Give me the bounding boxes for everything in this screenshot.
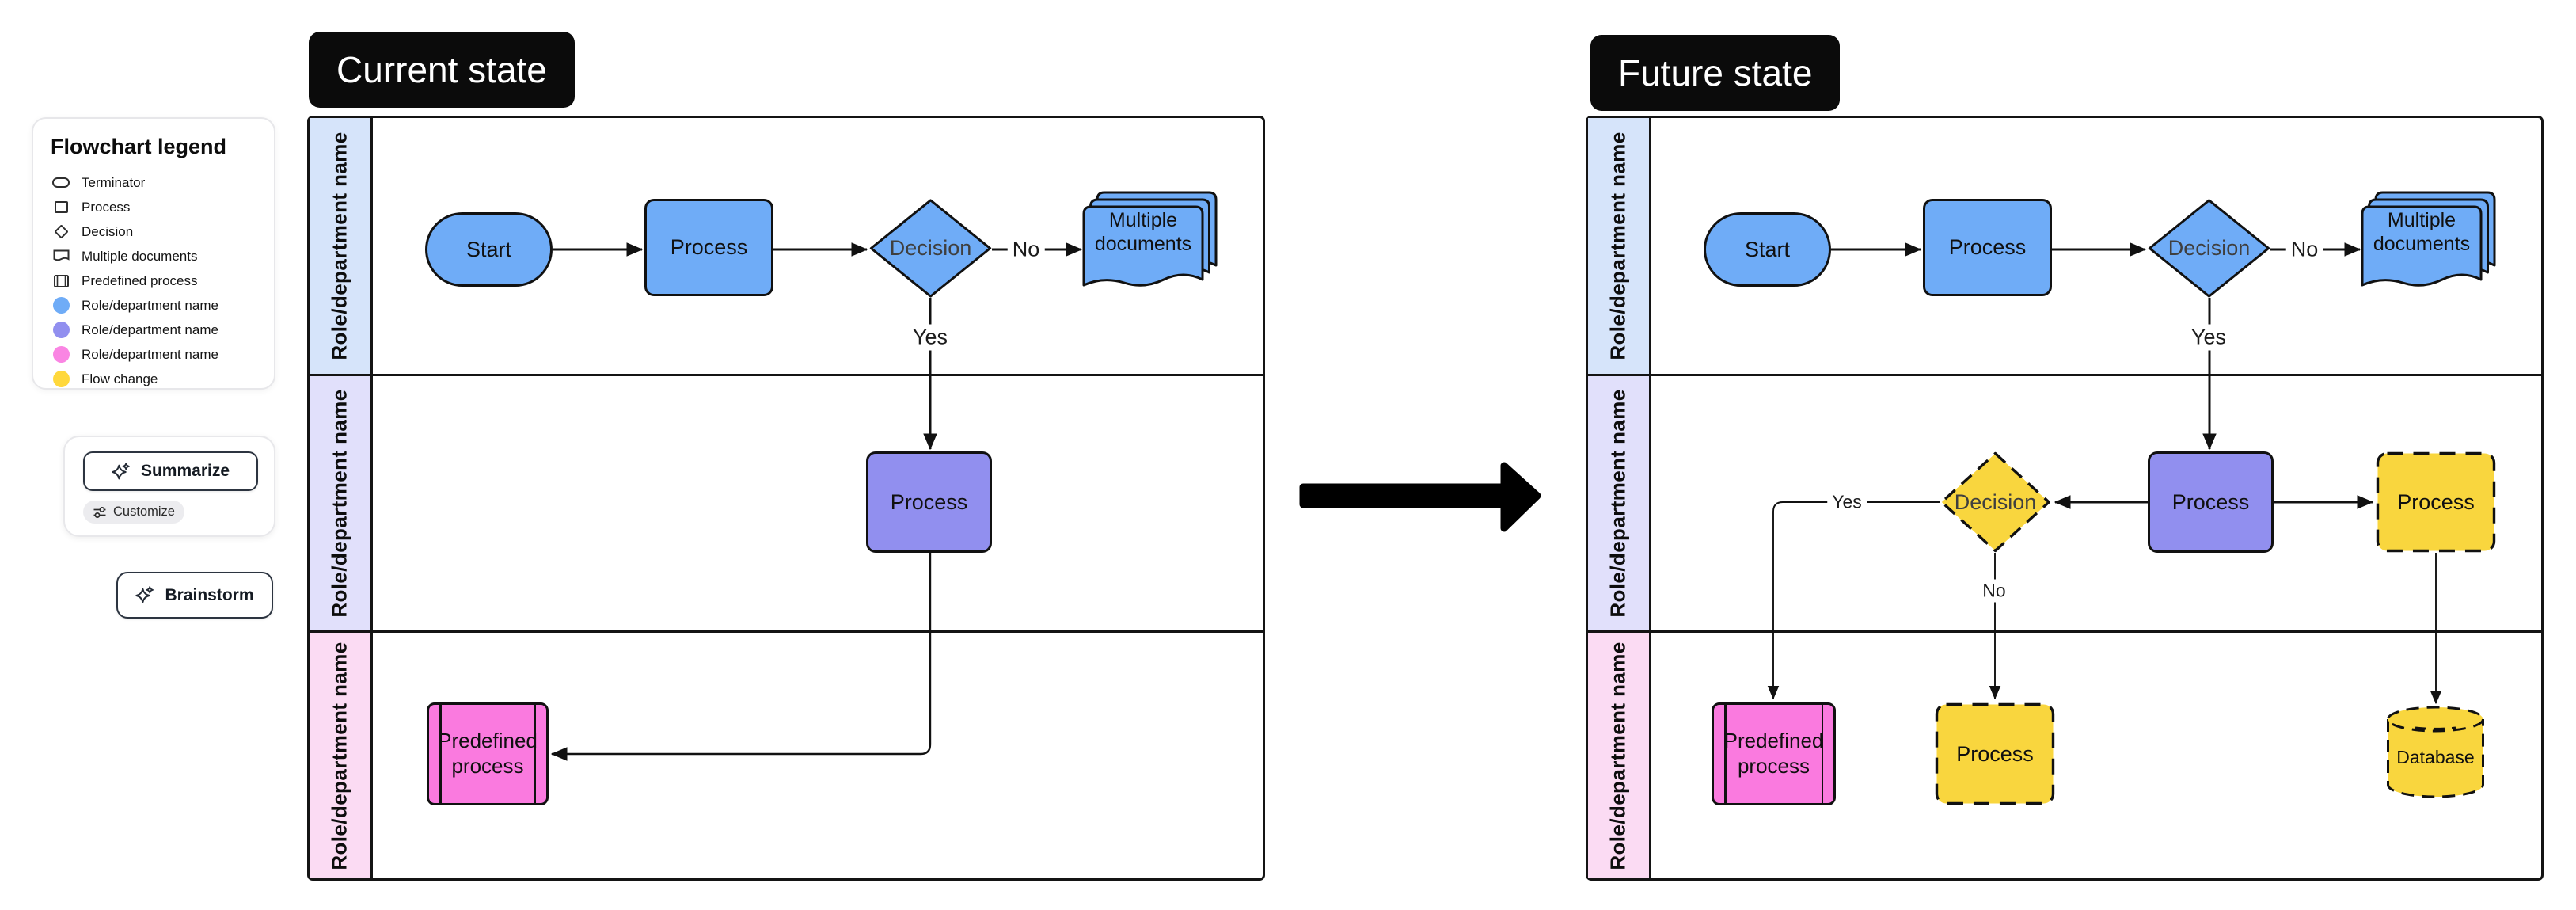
- legend-item: Multiple documents: [51, 244, 256, 268]
- ai-widget-card: Summarize Customize: [63, 436, 275, 537]
- process-icon: [51, 201, 71, 213]
- edge-label-no: No: [2285, 236, 2323, 263]
- role-pink-icon: [51, 346, 71, 363]
- node-decision-flow-change[interactable]: Decision: [1940, 451, 2051, 553]
- legend-item: Decision: [51, 219, 256, 244]
- swimlane: Role/department name: [1588, 630, 2541, 878]
- sparkle-icon: [135, 586, 154, 603]
- legend-item: Role/department name: [51, 318, 256, 342]
- lane-header: Role/department name: [310, 376, 373, 630]
- customize-button[interactable]: Customize: [83, 501, 184, 524]
- current-state-title[interactable]: Current state: [309, 32, 575, 108]
- swimlane: Role/department name: [310, 118, 1263, 374]
- node-start[interactable]: Start: [1704, 212, 1831, 287]
- summarize-label: Summarize: [140, 462, 230, 480]
- node-multiple-documents[interactable]: Multiple documents: [2361, 191, 2496, 299]
- legend-item: Process: [51, 195, 256, 219]
- lane-header: Role/department name: [1588, 633, 1651, 878]
- role-purple-icon: [51, 322, 71, 338]
- edge-label-yes: Yes: [1827, 490, 1867, 514]
- node-predefined-process[interactable]: Predefined process: [1712, 702, 1836, 805]
- node-multiple-documents[interactable]: Multiple documents: [1082, 191, 1218, 299]
- brainstorm-label: Brainstorm: [165, 585, 254, 604]
- legend-title: Flowchart legend: [51, 135, 227, 158]
- future-state-title[interactable]: Future state: [1590, 35, 1841, 111]
- edge-label-no: No: [1978, 579, 2011, 603]
- node-predefined-process[interactable]: Predefined process: [427, 702, 549, 805]
- swimlane: Role/department name: [1588, 374, 2541, 630]
- flow-change-icon: [51, 371, 71, 387]
- node-decision[interactable]: Decision: [2148, 199, 2270, 298]
- node-process-flow-change[interactable]: Process: [2376, 451, 2496, 553]
- lane-header: Role/department name: [1588, 118, 1651, 374]
- brainstorm-button[interactable]: Brainstorm: [116, 572, 273, 619]
- node-process-flow-change[interactable]: Process: [1935, 702, 2055, 805]
- customize-label: Customize: [113, 504, 175, 519]
- role-blue-icon: [51, 297, 71, 314]
- summarize-button[interactable]: Summarize: [83, 451, 258, 491]
- legend-item: Role/department name: [51, 342, 256, 367]
- terminator-icon: [51, 177, 71, 188]
- future-diagram: Role/department name Role/department nam…: [1586, 116, 2544, 881]
- node-process[interactable]: Process: [866, 451, 992, 553]
- flowchart-legend-card: Flowchart legend Terminator Process Deci…: [32, 117, 275, 390]
- node-process[interactable]: Process: [644, 199, 773, 296]
- swimlane: Role/department name: [1588, 118, 2541, 374]
- legend-item: Flow change: [51, 367, 256, 391]
- multiple-documents-icon: [51, 249, 71, 263]
- node-process[interactable]: Process: [1923, 199, 2052, 296]
- swimlane: Role/department name: [310, 374, 1263, 630]
- predefined-process-icon: [51, 274, 71, 287]
- legend-item: Terminator: [51, 170, 256, 195]
- current-diagram: Role/department name Role/department nam…: [307, 116, 1265, 881]
- edge-label-yes: Yes: [2186, 324, 2232, 351]
- sliders-icon: [93, 506, 106, 518]
- sparkle-icon: [112, 462, 130, 479]
- lane-header: Role/department name: [310, 118, 373, 374]
- edge-label-yes: Yes: [907, 324, 953, 351]
- lane-header: Role/department name: [310, 633, 373, 878]
- lane-header: Role/department name: [1588, 376, 1651, 630]
- node-database-flow-change[interactable]: Database: [2385, 704, 2486, 801]
- legend-item: Predefined process: [51, 268, 256, 293]
- legend-item: Role/department name: [51, 293, 256, 318]
- decision-icon: [51, 224, 71, 239]
- transition-arrow: [1299, 462, 1541, 532]
- node-decision[interactable]: Decision: [869, 199, 992, 298]
- edge-label-no: No: [1007, 236, 1045, 263]
- node-start[interactable]: Start: [425, 212, 553, 287]
- node-process[interactable]: Process: [2148, 451, 2274, 553]
